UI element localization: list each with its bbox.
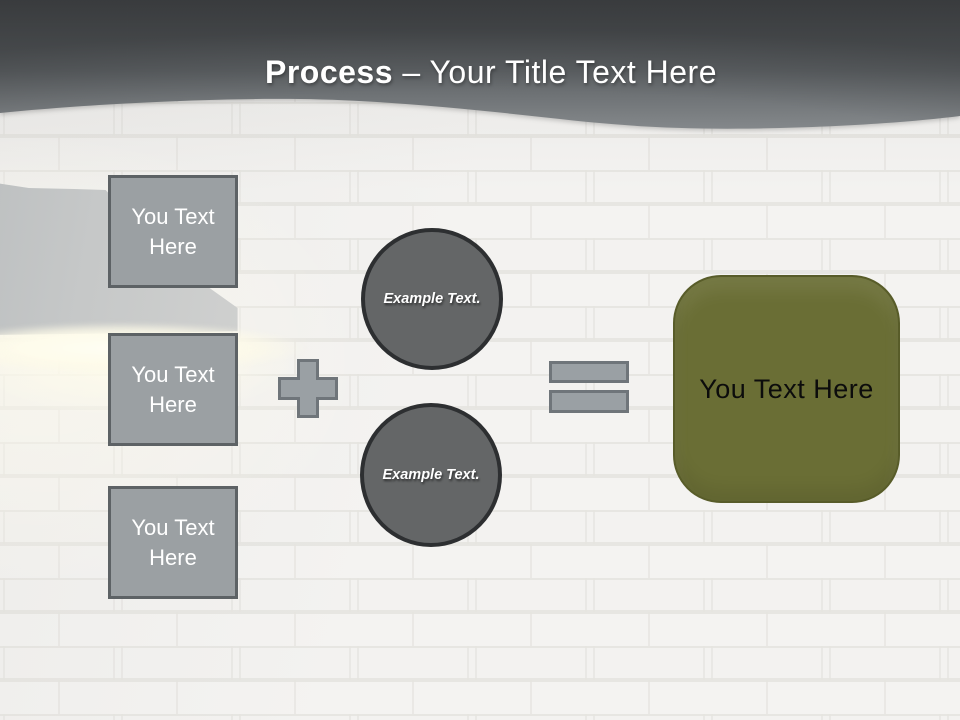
input-box-3-label: You Text Here: [131, 514, 215, 570]
result-box: You Text Here: [673, 275, 900, 503]
input-box-2: You Text Here: [108, 333, 238, 446]
page-title-subtitle: – Your Title Text Here: [402, 54, 717, 90]
example-circle-2-label: Example Text.: [382, 467, 480, 483]
result-box-label: You Text Here: [699, 373, 874, 404]
input-box-1-label: You Text Here: [131, 203, 215, 259]
example-circle-1-label: Example Text.: [383, 291, 481, 307]
equals-icon: [549, 361, 629, 413]
example-circle-1: Example Text.: [361, 228, 503, 370]
input-box-1: You Text Here: [108, 175, 238, 288]
plus-icon: [278, 359, 338, 418]
page-title-keyword: Process: [264, 54, 394, 90]
example-circle-2: Example Text.: [360, 403, 502, 547]
page-title: Process – Your Title Text Here: [0, 52, 960, 92]
header-banner: Process – Your Title Text Here: [0, 0, 960, 145]
input-box-3: You Text Here: [108, 486, 238, 599]
input-box-2-label: You Text Here: [131, 361, 215, 417]
